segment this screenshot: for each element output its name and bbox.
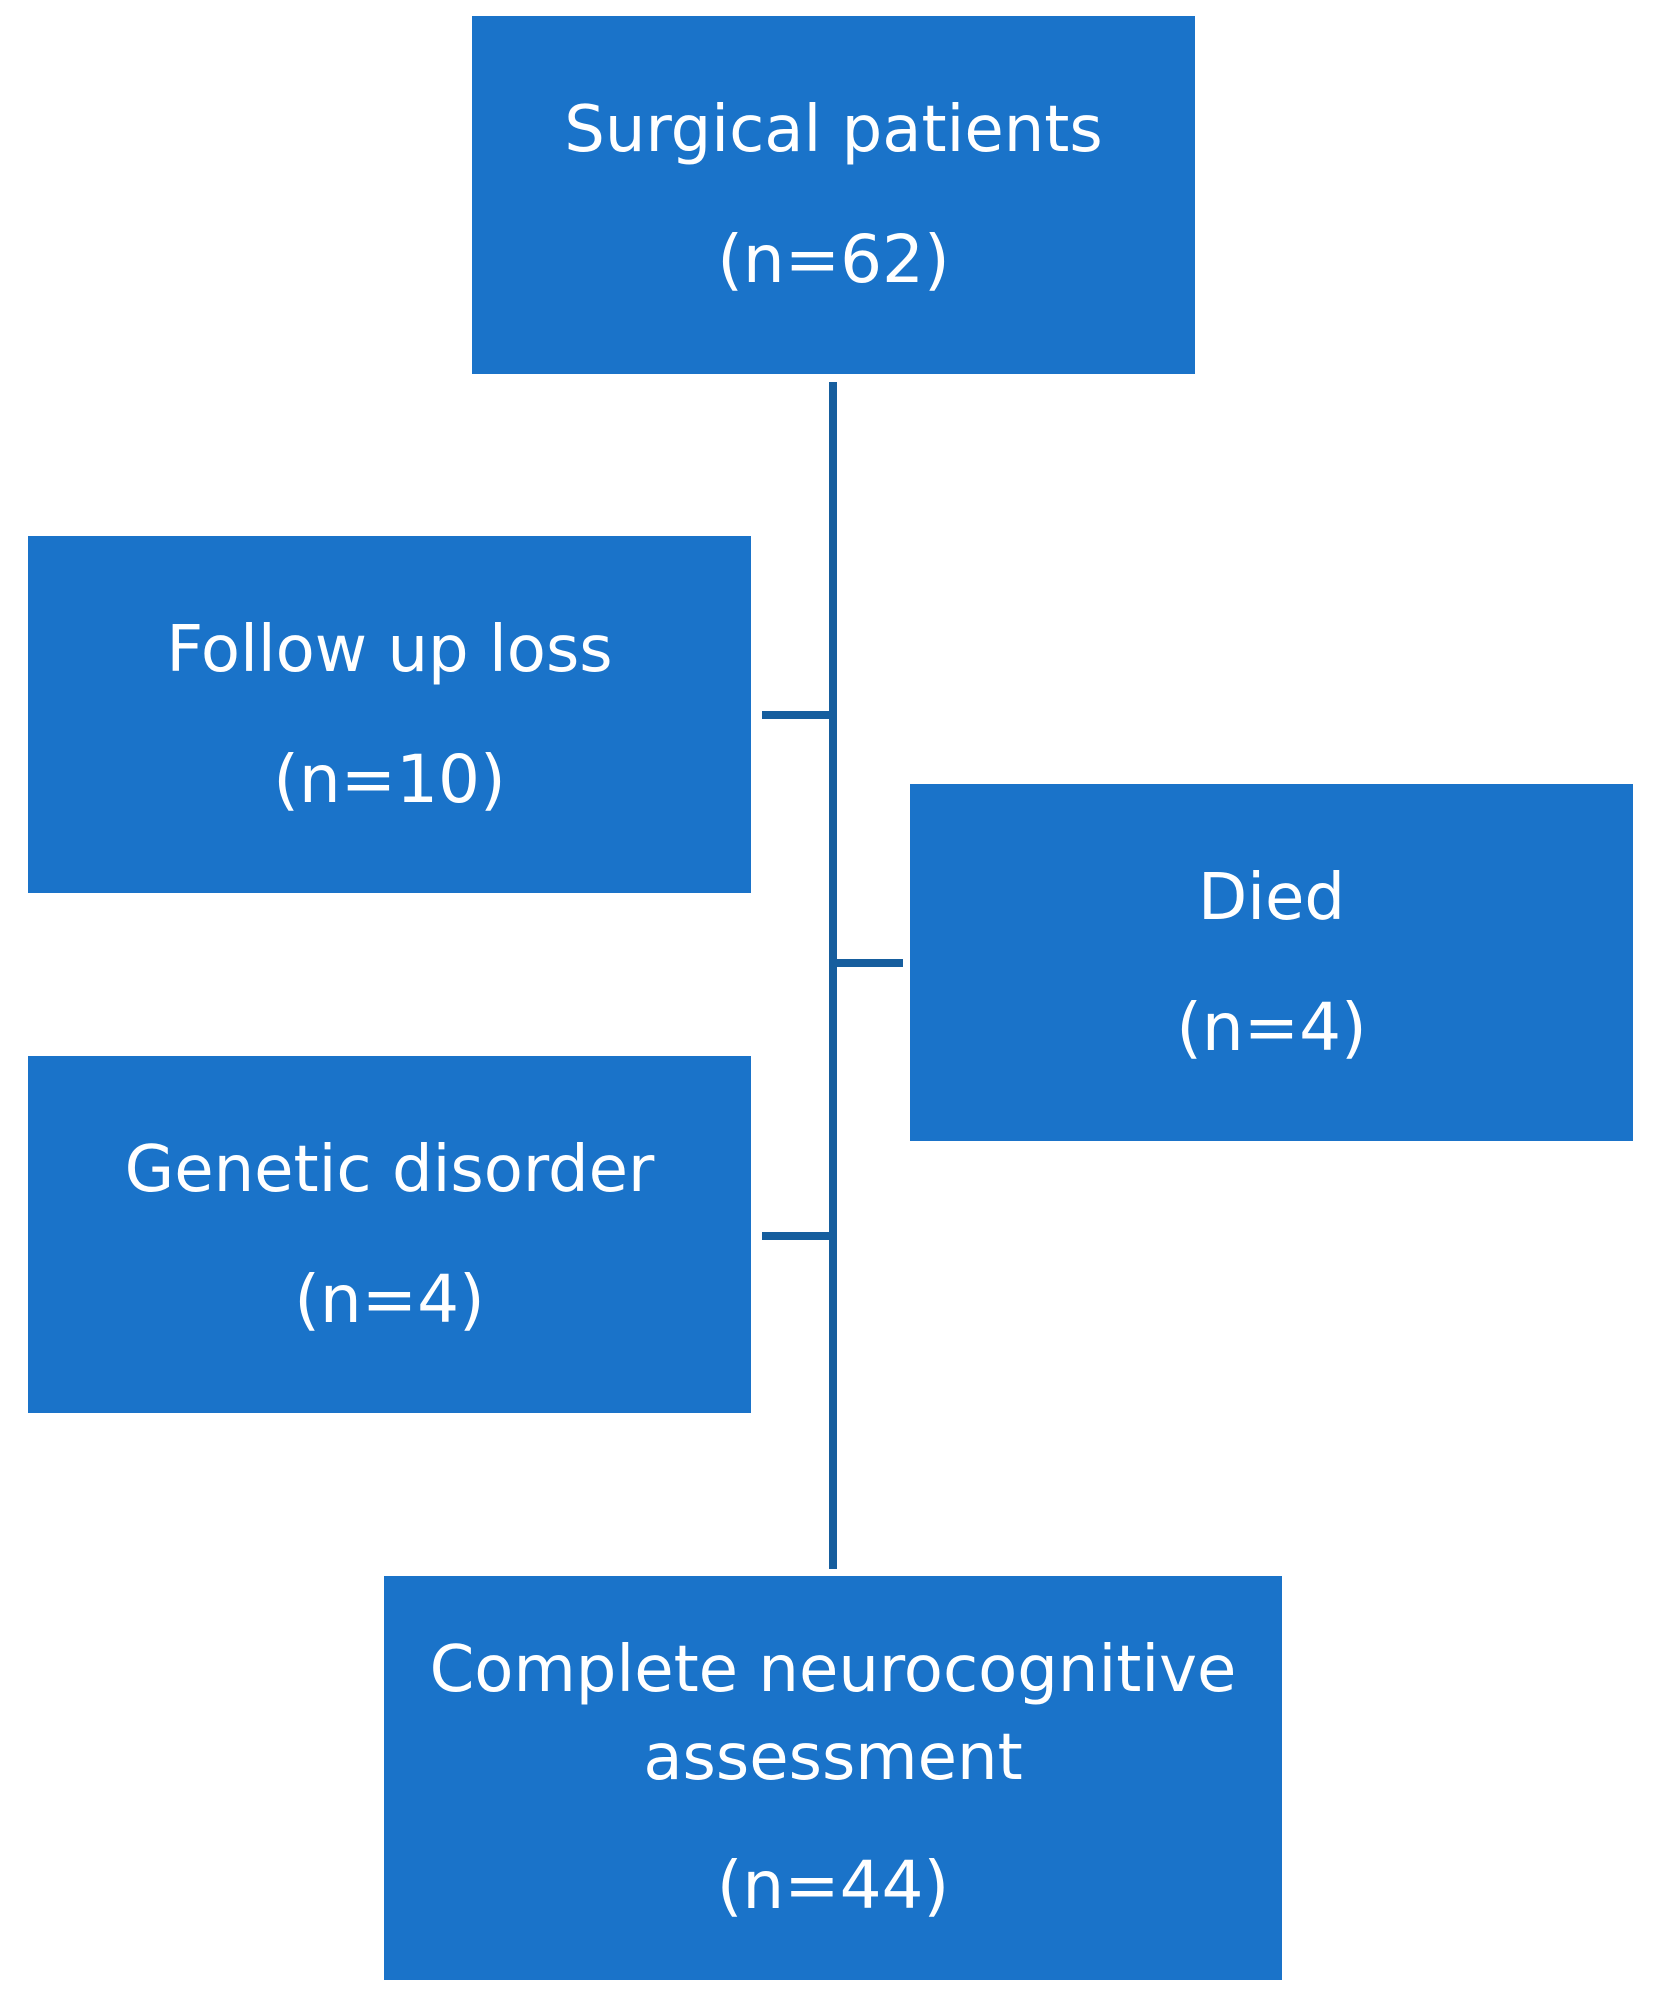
genetic-disorder-label: Genetic disorder: [124, 1132, 655, 1207]
genetic-connector: [762, 1232, 833, 1240]
follow-up-loss-box: Follow up loss (n=10): [28, 536, 751, 893]
genetic-disorder-count: (n=4): [294, 1260, 485, 1338]
genetic-disorder-box: Genetic disorder (n=4): [28, 1056, 751, 1413]
main-vertical-connector: [829, 382, 837, 1569]
died-label: Died: [1197, 860, 1346, 935]
died-count: (n=4): [1176, 988, 1367, 1066]
complete-assessment-label-line2: assessment: [643, 1721, 1023, 1795]
surgical-patients-count: (n=62): [717, 221, 950, 298]
complete-assessment-label-line1: Complete neurocognitive: [429, 1633, 1237, 1707]
follow-up-loss-label: Follow up loss: [166, 612, 613, 687]
surgical-patients-box: Surgical patients (n=62): [472, 16, 1195, 374]
follow-up-loss-count: (n=10): [273, 740, 506, 818]
complete-assessment-count: (n=44): [716, 1847, 950, 1924]
died-connector: [833, 959, 903, 967]
followup-connector: [762, 711, 833, 719]
complete-assessment-box: Complete neurocognitive assessment (n=44…: [384, 1576, 1282, 1980]
surgical-patients-label: Surgical patients: [564, 93, 1103, 167]
died-box: Died (n=4): [910, 784, 1633, 1141]
